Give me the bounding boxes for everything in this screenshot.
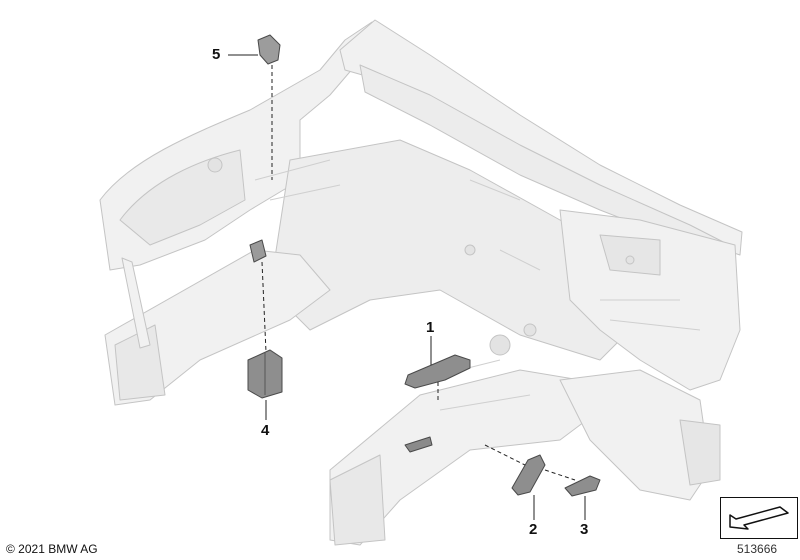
callout-2: 2	[529, 521, 538, 538]
part-2-bracket	[511, 454, 546, 496]
callout-3: 3	[580, 521, 589, 538]
copyright-notice: © 2021 BMW AG	[6, 542, 98, 556]
direction-arrow-icon	[720, 497, 798, 539]
callout-1: 1	[426, 319, 435, 336]
part-5-bracket	[257, 34, 281, 65]
part-1-bracket	[404, 354, 471, 389]
reference-number: 513666	[737, 542, 778, 556]
callout-4: 4	[261, 422, 270, 439]
part-4-mount	[249, 239, 267, 263]
callout-5: 5	[212, 46, 221, 63]
leader-lines	[228, 54, 586, 520]
parts	[247, 34, 601, 497]
front-end-body-structure	[99, 19, 743, 546]
assembly-lines	[261, 65, 576, 481]
part-3-clip	[564, 475, 601, 497]
